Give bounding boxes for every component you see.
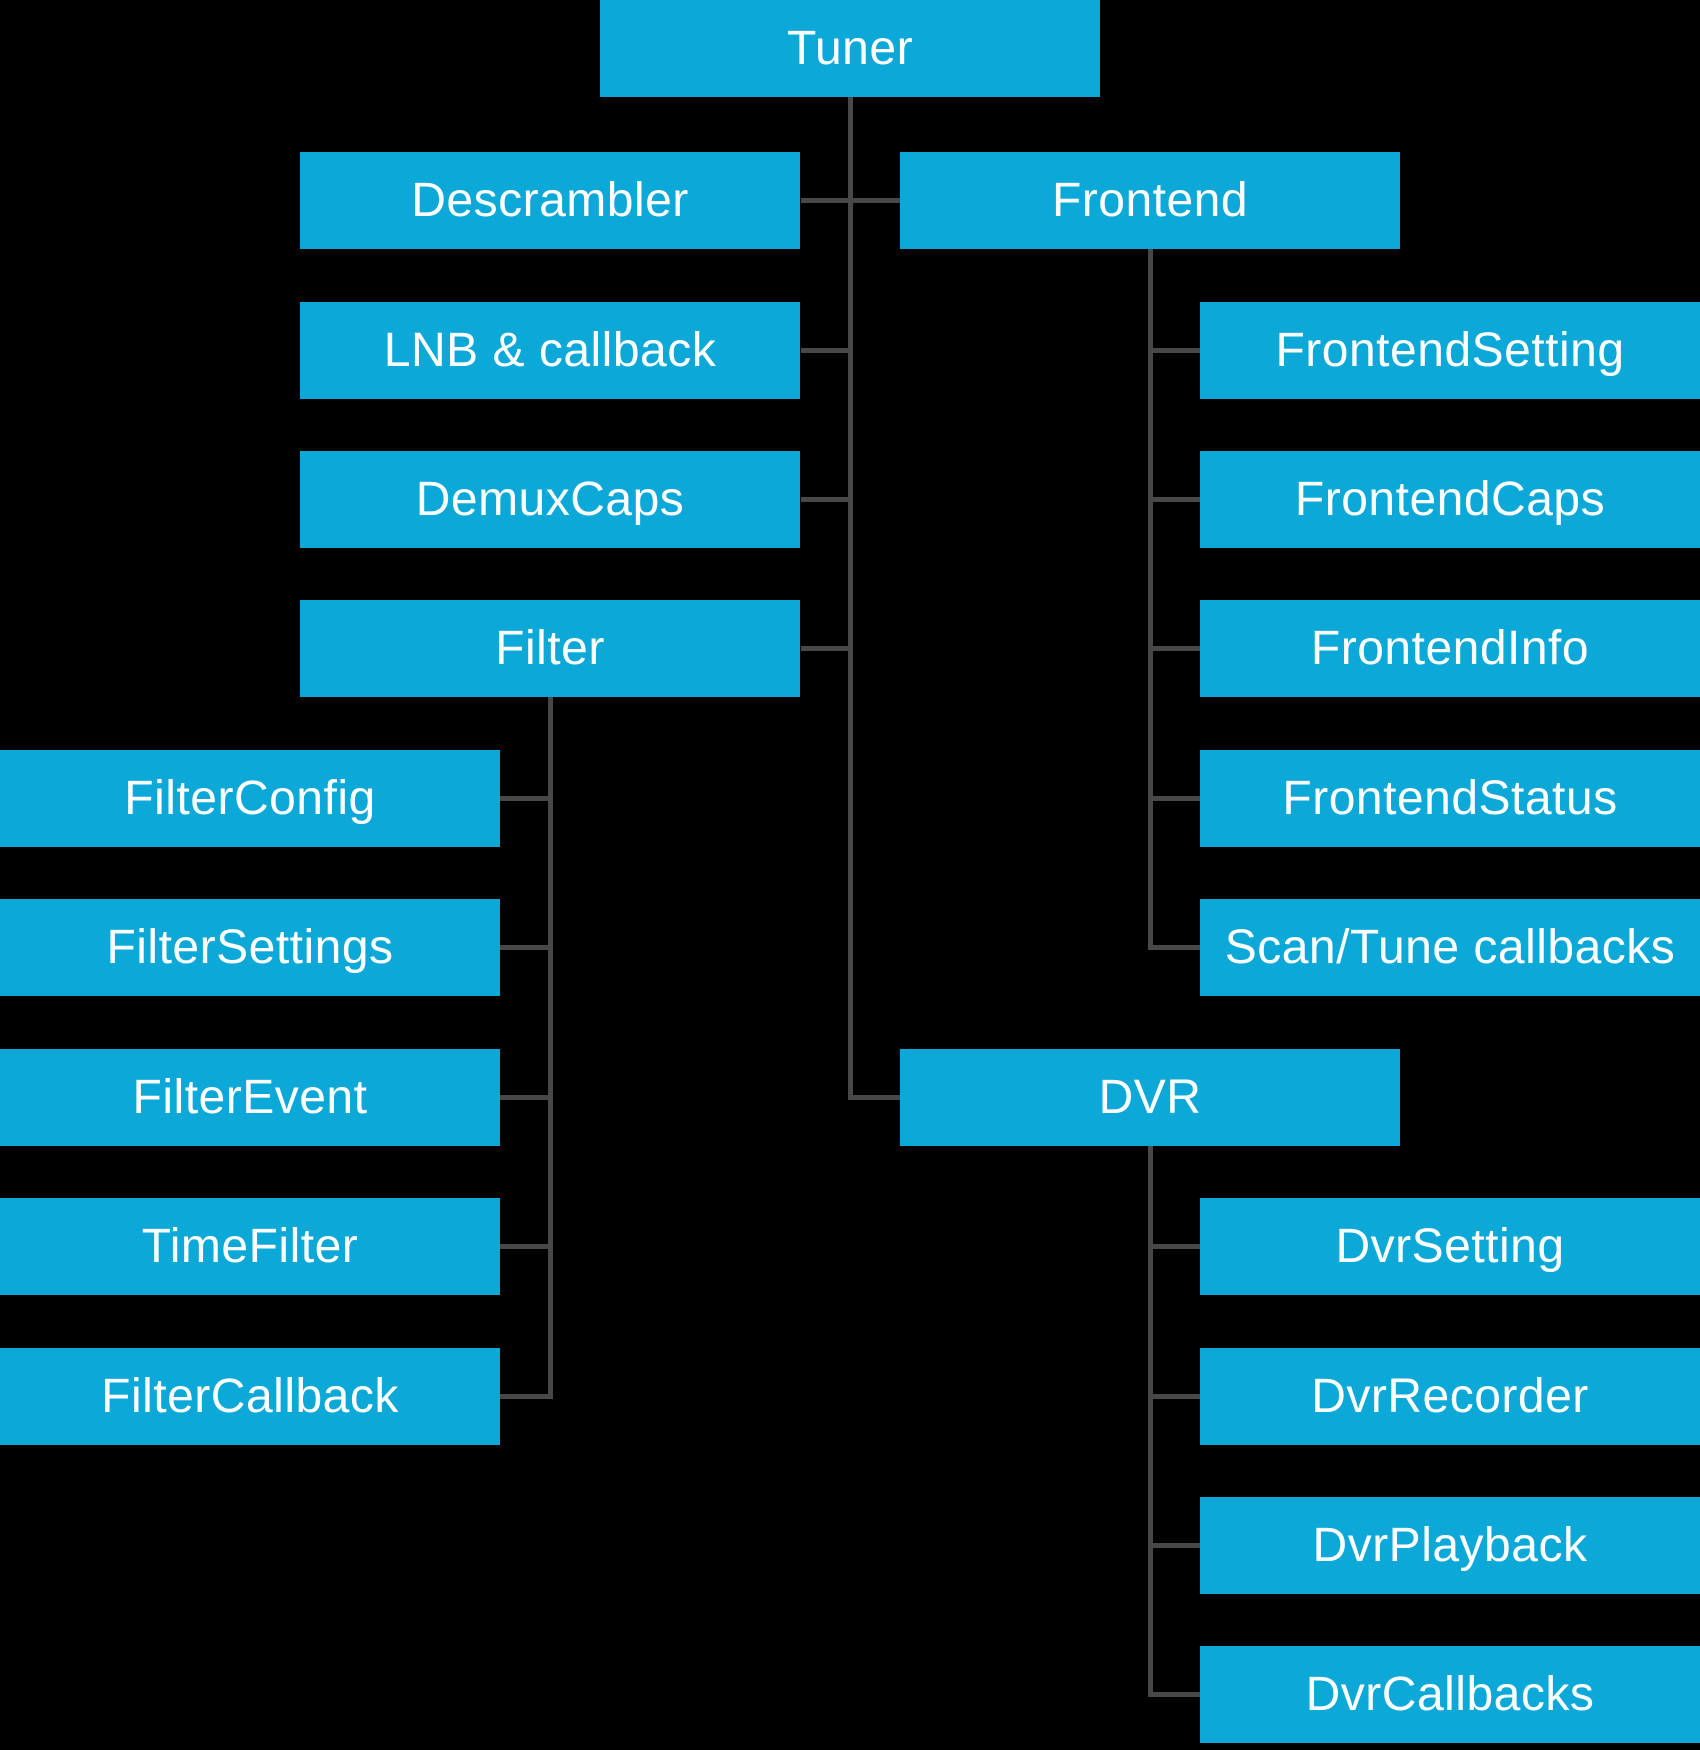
node-dvr: DVR (900, 1049, 1400, 1146)
node-filter: Filter (300, 600, 800, 697)
node-time-filter: TimeFilter (0, 1198, 500, 1295)
node-frontend-caps: FrontendCaps (1200, 451, 1700, 548)
node-dvr-recorder: DvrRecorder (1200, 1348, 1700, 1445)
node-filter-config: FilterConfig (0, 750, 500, 847)
node-filter-callback: FilterCallback (0, 1348, 500, 1445)
connector-filter (801, 646, 853, 651)
connector-frontend-caps (1148, 497, 1200, 502)
connector-dvr-playback (1148, 1543, 1200, 1548)
node-lnb-callback: LNB & callback (300, 302, 800, 399)
node-frontend-info: FrontendInfo (1200, 600, 1700, 697)
connector-tuner-trunk (848, 97, 853, 1100)
connector-lnb-callback (801, 348, 853, 353)
connector-filter-event (500, 1095, 553, 1100)
connector-dvr (848, 1095, 900, 1100)
connector-filter-config (500, 796, 553, 801)
node-filter-event: FilterEvent (0, 1049, 500, 1146)
connector-filter-settings (500, 945, 553, 950)
connector-descrambler-frontend (801, 198, 900, 203)
connector-filter-trunk (548, 697, 553, 1398)
node-dvr-setting: DvrSetting (1200, 1198, 1700, 1295)
node-scan-tune-callbacks: Scan/Tune callbacks (1200, 899, 1700, 996)
connector-dvr-recorder (1148, 1394, 1200, 1399)
connector-dvr-setting (1148, 1244, 1200, 1249)
connector-dvr-trunk (1148, 1146, 1153, 1697)
connector-dvr-callbacks (1148, 1692, 1200, 1697)
connector-frontend-info (1148, 646, 1200, 651)
node-demux-caps: DemuxCaps (300, 451, 800, 548)
connector-demux-caps (801, 497, 853, 502)
connector-frontend-setting (1148, 348, 1200, 353)
node-filter-settings: FilterSettings (0, 899, 500, 996)
node-frontend-setting: FrontendSetting (1200, 302, 1700, 399)
node-frontend-status: FrontendStatus (1200, 750, 1700, 847)
connector-filter-callback (500, 1394, 553, 1399)
connector-frontend-status (1148, 796, 1200, 801)
node-tuner: Tuner (600, 0, 1100, 97)
node-dvr-playback: DvrPlayback (1200, 1497, 1700, 1594)
connector-frontend-trunk (1148, 249, 1153, 950)
connector-scan-tune-callbacks (1148, 945, 1200, 950)
node-frontend: Frontend (900, 152, 1400, 249)
node-dvr-callbacks: DvrCallbacks (1200, 1646, 1700, 1743)
connector-time-filter (500, 1244, 553, 1249)
node-descrambler: Descrambler (300, 152, 800, 249)
